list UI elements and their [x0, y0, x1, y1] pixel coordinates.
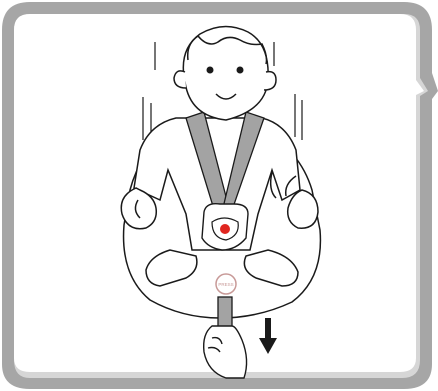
- red-release-button: [220, 224, 230, 234]
- press-label: PRESS: [218, 282, 233, 287]
- harness-buckle: [202, 204, 248, 250]
- adjuster-button: PRESS: [216, 274, 236, 294]
